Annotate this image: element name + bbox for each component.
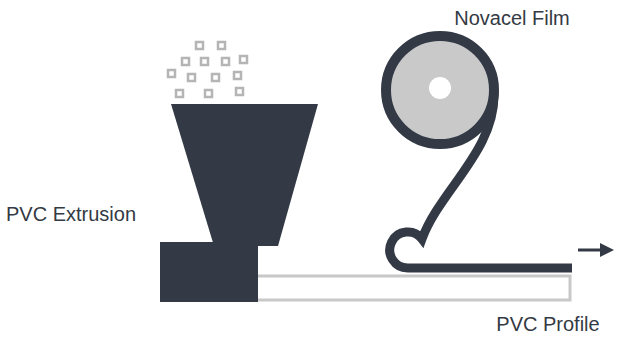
direction-arrowhead [600, 243, 614, 257]
pvc-pellets [168, 42, 247, 97]
profile-label: PVC Profile [496, 312, 599, 336]
pvc-profile [256, 276, 570, 300]
roll-core [429, 77, 451, 99]
film-web [390, 92, 572, 268]
extrusion-label: PVC Extrusion [6, 202, 136, 226]
film-roll [386, 36, 494, 144]
extruder-block [160, 242, 258, 302]
guide-roller [400, 242, 416, 258]
hopper [171, 104, 318, 246]
film-label: Novacel Film [454, 6, 570, 30]
